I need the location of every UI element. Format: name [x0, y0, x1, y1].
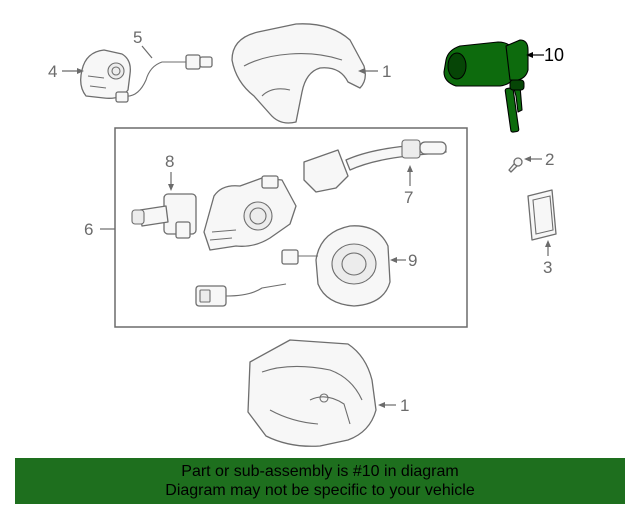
- part-10-lock-cylinder[interactable]: [443, 39, 529, 133]
- part-1-upper-cover[interactable]: [231, 23, 366, 124]
- part-1-lower-cover[interactable]: [247, 339, 377, 447]
- assembly-box-6: [114, 127, 468, 328]
- info-banner: Part or sub-assembly is #10 in diagram D…: [15, 458, 625, 504]
- callout-7: 7: [404, 188, 413, 207]
- part-8-switch[interactable]: [131, 193, 197, 239]
- callout-9: 9: [408, 251, 417, 270]
- callout-5: 5: [133, 28, 142, 47]
- part-7-stalk[interactable]: [303, 139, 447, 193]
- part-5-harness[interactable]: [115, 54, 213, 103]
- arrowhead-3: [545, 240, 551, 247]
- leader-5: [141, 45, 153, 59]
- banner-line-2: Diagram may not be specific to your vehi…: [165, 482, 475, 499]
- connector-harness[interactable]: [195, 283, 287, 307]
- part-4-sensor[interactable]: [80, 49, 131, 99]
- callout-4: 4: [48, 62, 57, 81]
- combination-switch-body[interactable]: [203, 175, 297, 251]
- arrowhead-10: [526, 52, 533, 58]
- callout-6: 6: [84, 220, 93, 239]
- callout-2: 2: [545, 150, 554, 169]
- callout-1-top: 1: [382, 62, 391, 81]
- arrowhead-4: [77, 68, 84, 74]
- callout-8: 8: [165, 152, 174, 171]
- key-2-icon: [504, 87, 520, 133]
- callout-3: 3: [543, 258, 552, 277]
- banner-line-1: Part or sub-assembly is #10 in diagram: [181, 463, 459, 480]
- part-9-clock-spring[interactable]: [281, 225, 391, 307]
- callout-1-bottom: 1: [400, 396, 409, 415]
- arrowhead-1-bottom: [378, 402, 385, 408]
- part-3-plate[interactable]: [527, 189, 557, 241]
- arrowhead-1-top: [358, 68, 365, 74]
- arrowhead-8: [168, 184, 174, 191]
- arrowhead-2: [524, 156, 531, 162]
- arrowhead-7: [407, 165, 413, 172]
- callout-10: 10: [544, 45, 564, 65]
- part-2-screw[interactable]: [508, 157, 523, 173]
- arrowhead-9: [390, 257, 397, 263]
- parts-diagram: 4 5 1 10 2 3 6: [48, 23, 564, 447]
